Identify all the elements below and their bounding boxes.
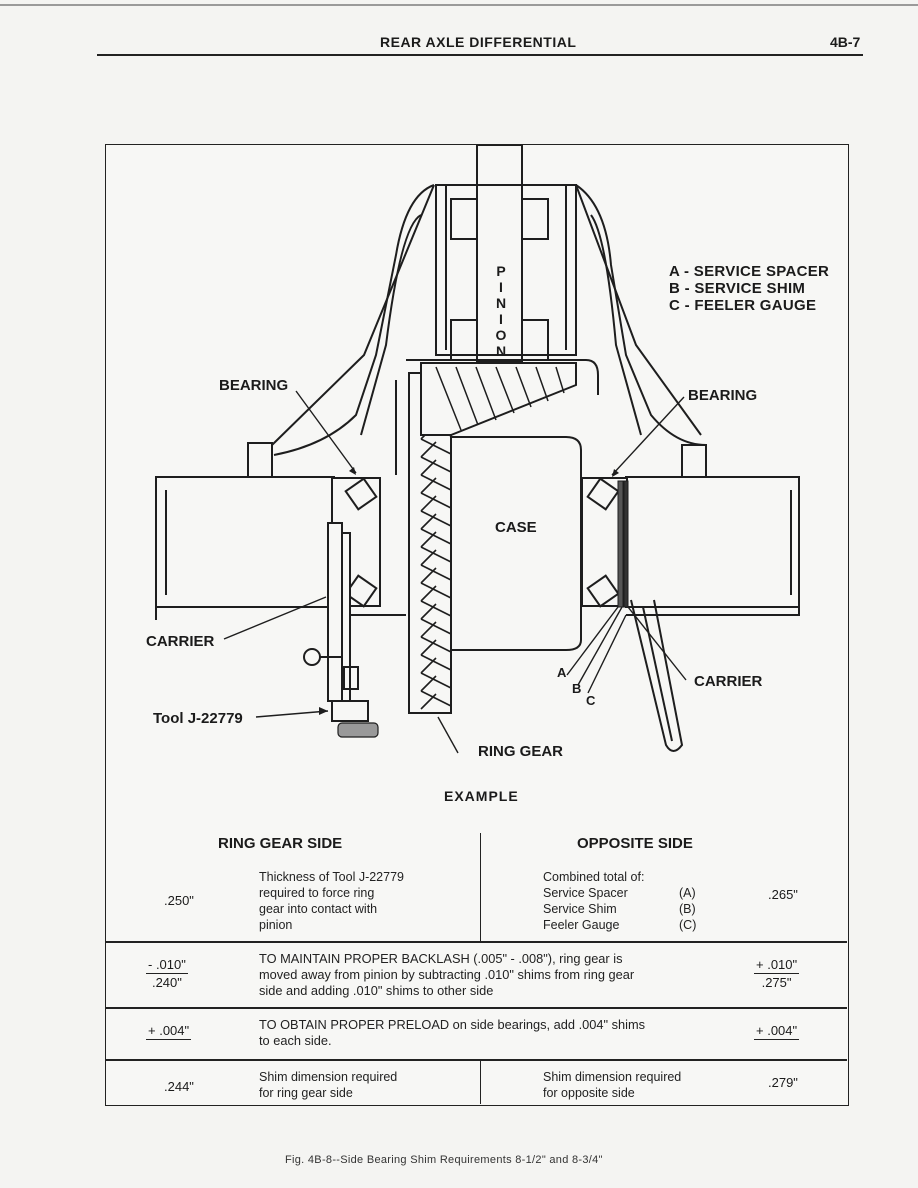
- legend-item-b: B - SERVICE SHIM: [669, 280, 806, 297]
- row1-left-value: .250": [164, 893, 194, 908]
- row4-right-value: .279": [768, 1075, 798, 1090]
- row-divider: [106, 941, 847, 943]
- row4-right-text: Shim dimension required for opposite sid…: [543, 1070, 682, 1100]
- pinion-letter: I: [499, 311, 503, 327]
- row3-text: TO OBTAIN PROPER PRELOAD on side bearing…: [259, 1017, 645, 1048]
- row4-left-text: Shim dimension required for ring gear si…: [259, 1070, 398, 1100]
- header-ring-gear-side: RING GEAR SIDE: [218, 835, 343, 852]
- row2-left-fraction: - .010" .240": [146, 957, 188, 990]
- row1-right-value: .265": [768, 887, 798, 902]
- pinion-letter: O: [495, 327, 507, 343]
- pinion-letter: I: [499, 279, 503, 295]
- row3-right-value: + .004": [754, 1023, 800, 1040]
- legend-item-c: C - FEELER GAUGE: [669, 297, 817, 314]
- label-b: B: [572, 681, 582, 696]
- label-bearing-left: BEARING: [219, 377, 289, 394]
- label-carrier-left: CARRIER: [146, 633, 215, 650]
- page-header: REAR AXLE DIFFERENTIAL 4B-7: [0, 34, 918, 56]
- label-carrier-right: CARRIER: [694, 673, 763, 690]
- row-divider: [106, 1007, 847, 1009]
- row3-left-value: + .004": [146, 1023, 192, 1040]
- row1-left-text: Thickness of Tool J-22779 required to fo…: [259, 870, 404, 932]
- page-number: 4B-7: [830, 34, 861, 50]
- label-bearing-right: BEARING: [688, 387, 758, 404]
- label-tool: Tool J-22779: [153, 710, 243, 727]
- header-rule: [97, 54, 863, 56]
- pinion-letter: P: [496, 263, 506, 279]
- pinion-letter: N: [495, 295, 507, 311]
- row2-text: TO MAINTAIN PROPER BACKLASH (.005" - .00…: [259, 951, 635, 998]
- figure-caption: Fig. 4B-8--Side Bearing Shim Requirement…: [285, 1154, 603, 1166]
- example-heading: EXAMPLE: [444, 788, 519, 804]
- top-edge-line: [0, 4, 918, 6]
- label-c: C: [586, 693, 596, 708]
- column-divider: [480, 1059, 481, 1104]
- pinion-letter: N: [495, 343, 507, 359]
- column-divider: [480, 833, 481, 941]
- label-a: A: [557, 665, 567, 680]
- row1-right-text: Combined total of: Service Spacer(A) Ser…: [543, 870, 697, 932]
- figure-frame: P I N I O N A - SERVICE SPACER B - SERVI…: [105, 144, 849, 1106]
- label-ring-gear: RING GEAR: [478, 743, 564, 760]
- label-case: CASE: [495, 519, 537, 536]
- differential-diagram: [155, 145, 800, 754]
- row4-left-value: .244": [164, 1079, 194, 1094]
- legend-item-a: A - SERVICE SPACER: [669, 263, 830, 280]
- row2-right-fraction: + .010" .275": [754, 957, 800, 990]
- pinion-shaft: [476, 145, 523, 362]
- row-divider: [106, 1059, 847, 1061]
- page-title: REAR AXLE DIFFERENTIAL: [380, 34, 577, 50]
- header-opposite-side: OPPOSITE SIDE: [577, 835, 693, 852]
